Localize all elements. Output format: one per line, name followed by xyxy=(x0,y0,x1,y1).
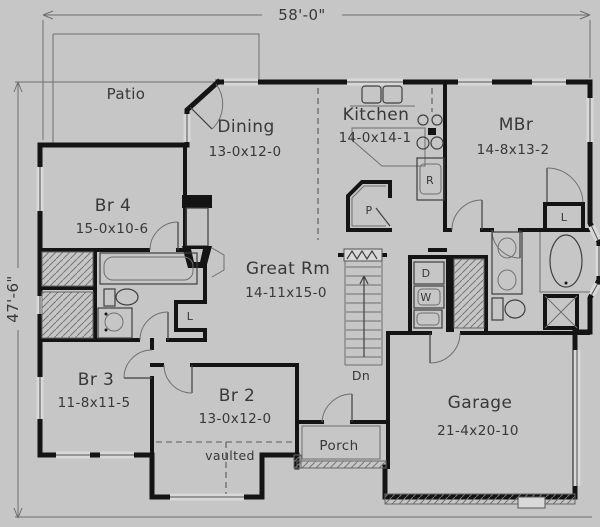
closet-br4 xyxy=(41,251,94,287)
bath-sink xyxy=(97,307,133,339)
porch-label: Porch xyxy=(319,438,358,454)
interior-walls xyxy=(38,80,592,469)
great-room-label: Great Rm xyxy=(246,259,330,279)
bedroom4-size: 15-0x10-6 xyxy=(76,221,149,237)
vaulted-label: vaulted xyxy=(205,448,255,463)
height-dimension-label: 47'-6" xyxy=(4,275,22,322)
dimension-left: 47'-6" xyxy=(4,81,592,519)
width-dimension-label: 58'-0" xyxy=(278,6,325,24)
kitchen-sink-right xyxy=(382,85,403,104)
linen-master-label: L xyxy=(561,211,568,224)
washer-label: W xyxy=(420,291,431,304)
toilet xyxy=(103,288,139,307)
master-bedroom-size: 14-8x13-2 xyxy=(477,142,550,158)
kitchen-label: Kitchen xyxy=(343,105,410,125)
double-vanity xyxy=(491,231,523,295)
stair-direction-arrow-icon xyxy=(359,275,369,357)
laundry-sink xyxy=(413,309,443,329)
master-bath: L xyxy=(491,202,590,330)
dining-label: Dining xyxy=(217,117,274,137)
kitchen-size: 14-0x14-1 xyxy=(339,130,412,146)
pantry: P xyxy=(346,180,392,232)
master-bedroom-label: MBr xyxy=(499,115,534,135)
stairs: Dn xyxy=(343,248,383,383)
dryer-label: D xyxy=(422,267,431,280)
ceiling-lines xyxy=(156,441,293,494)
bedroom3-label: Br 3 xyxy=(78,370,114,390)
kitchen-island xyxy=(351,127,426,167)
bedroom2-size: 13-0x12-0 xyxy=(199,411,272,427)
master-tub xyxy=(539,232,590,293)
pantry-label: P xyxy=(365,204,372,217)
bedroom3-size: 11-8x11-5 xyxy=(58,395,131,411)
closet-hall-center xyxy=(453,258,485,329)
range-label: R xyxy=(426,174,434,187)
dining-size: 13-0x12-0 xyxy=(209,144,282,160)
dimension-top: 58'-0" xyxy=(42,6,591,140)
bedroom4-label: Br 4 xyxy=(95,196,131,216)
bathtub xyxy=(99,252,198,285)
hall-bath xyxy=(97,252,198,339)
bedroom2-label: Br 2 xyxy=(219,386,255,406)
shower xyxy=(543,294,579,330)
dryer xyxy=(413,261,445,285)
linen-hall-label: L xyxy=(187,310,194,323)
cooktop xyxy=(416,114,444,150)
great-room-size: 14-11x15-0 xyxy=(245,285,327,301)
range: R xyxy=(416,157,445,201)
garage-step xyxy=(517,496,546,509)
garage-size: 21-4x20-10 xyxy=(437,423,519,439)
closet-hall-left xyxy=(41,291,94,339)
patio: Patio xyxy=(52,33,260,145)
washer xyxy=(413,285,445,309)
fireplace-chimney xyxy=(182,195,212,208)
windows xyxy=(36,78,600,501)
stairs-down-label: Dn xyxy=(352,368,370,383)
kitchen-fixtures: R P xyxy=(317,85,445,240)
master-toilet xyxy=(491,297,526,321)
closets: L xyxy=(41,251,485,339)
garage-details xyxy=(384,493,576,509)
garage-label: Garage xyxy=(448,393,513,413)
kitchen-sink-left xyxy=(361,85,382,104)
patio-label: Patio xyxy=(107,85,146,103)
room-labels: Dining 13-0x12-0 Kitchen 14-0x14-1 MBr 1… xyxy=(58,105,550,463)
garage-foundation xyxy=(384,493,576,505)
master-linen: L xyxy=(543,202,585,232)
porch xyxy=(293,425,387,469)
laundry: D W xyxy=(413,261,445,329)
